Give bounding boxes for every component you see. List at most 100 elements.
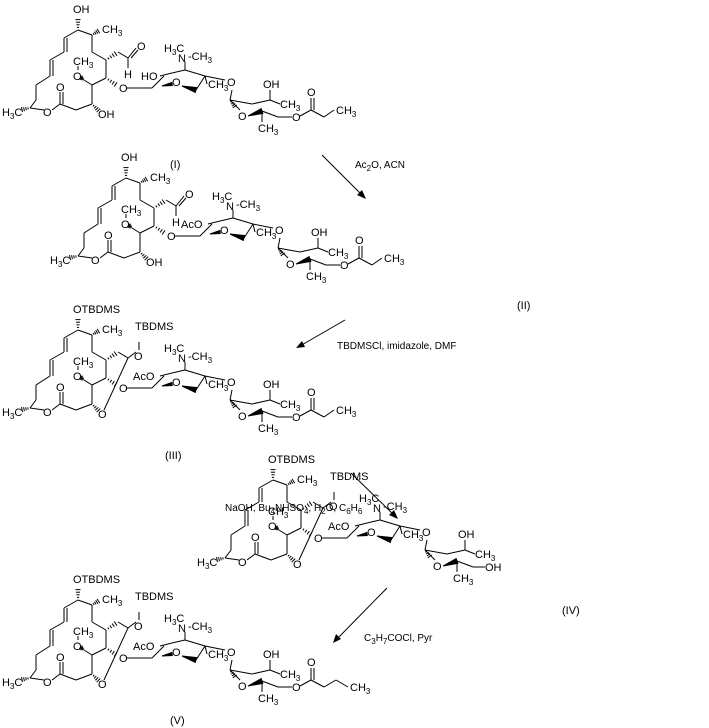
bond — [151, 645, 165, 659]
lactone-carbonyl-oxygen: O — [251, 532, 260, 544]
hash-bond — [109, 625, 113, 629]
sugar2-hydroxyl-label: OH — [311, 227, 328, 239]
hash-bond — [95, 30, 99, 34]
glycosidic-oxygen-2: O — [227, 77, 236, 89]
c3-hydroxyl-label: OH — [98, 109, 115, 121]
bond — [35, 375, 51, 386]
sugar2-c3-methyl-label: CH3 — [280, 399, 301, 413]
hash-bond — [111, 353, 115, 358]
hash-bond — [111, 80, 115, 85]
bond — [229, 659, 233, 671]
c9-substituent-label: OTBDMS — [268, 454, 315, 466]
hash-bond — [230, 671, 234, 675]
bond — [159, 372, 173, 377]
compound-label-IV: (IV) — [562, 605, 580, 617]
hash-bond — [96, 408, 101, 413]
bond — [35, 75, 51, 86]
bond — [310, 679, 325, 688]
bond — [204, 375, 208, 385]
hash-bond — [78, 375, 83, 380]
amine-nitrogen-label: N — [178, 353, 186, 365]
sugar1-c2-substituent-label: AcO — [328, 521, 350, 533]
bond — [277, 247, 301, 253]
bond — [131, 227, 141, 234]
n-methyl-2-label: H3C — [164, 343, 184, 357]
bond — [286, 501, 302, 511]
glycosidic-oxygen-1: O — [119, 83, 128, 95]
bond — [261, 110, 279, 118]
lactone-ring-oxygen: O — [91, 255, 100, 267]
c8-methyl-label: CH3 — [102, 24, 123, 38]
bond — [346, 525, 360, 539]
sugar1-c2-substituent-label: AcO — [181, 219, 203, 231]
bond — [127, 351, 137, 359]
sugar1-methyl-label: CH3 — [208, 79, 229, 93]
bond — [230, 525, 246, 536]
bond — [139, 199, 155, 209]
hash-bond — [107, 627, 110, 630]
bond — [347, 257, 360, 265]
glycosidic-oxygen-2: O — [422, 527, 431, 539]
wedge-bond — [247, 107, 264, 117]
sugar1-methyl-label: CH3 — [256, 227, 277, 241]
hash-bond — [230, 101, 234, 105]
bond — [184, 369, 206, 377]
n-methyl-2-label: H3C — [359, 493, 379, 507]
hash-bond — [230, 401, 234, 405]
hash-bond — [230, 670, 233, 673]
hash-bond — [143, 255, 147, 259]
bond — [464, 549, 476, 555]
bond — [77, 329, 93, 336]
bond — [175, 195, 185, 207]
bond — [299, 409, 312, 417]
wedge-bond — [161, 81, 173, 87]
amine-nitrogen-label: N — [178, 53, 186, 65]
bond — [286, 527, 302, 536]
bond — [130, 49, 139, 59]
hash-bond — [95, 107, 99, 111]
bond — [277, 237, 281, 249]
hash-bond — [111, 650, 115, 655]
acetal-silyl-oxygen: O — [329, 501, 338, 513]
hash-bond — [159, 201, 163, 206]
hash-bond — [141, 179, 145, 183]
bond — [366, 519, 381, 524]
n-methyl-label: -CH3 — [236, 199, 261, 213]
hash-bond — [231, 103, 236, 107]
acetal-silyl-oxygen: O — [134, 351, 143, 363]
bond — [309, 258, 327, 266]
hash-bond — [113, 621, 118, 626]
bond — [165, 199, 177, 207]
bond — [97, 199, 113, 209]
wedge-bond — [442, 557, 459, 567]
bond — [171, 639, 186, 644]
hash-bond — [231, 673, 236, 677]
bond — [77, 599, 93, 606]
hash-bond — [126, 223, 131, 228]
compound-label-V: (V) — [170, 715, 185, 727]
hash-bond — [92, 404, 95, 407]
hash-bond — [93, 331, 97, 335]
amine-nitrogen-label: N — [373, 503, 381, 515]
lactone-ring-oxygen: O — [43, 677, 52, 689]
hash-bond — [230, 100, 233, 103]
hash-bond — [82, 648, 85, 651]
bond — [139, 225, 155, 234]
hash-bond — [291, 558, 296, 563]
bond — [29, 677, 45, 681]
bond — [178, 197, 187, 207]
hash-bond — [155, 205, 158, 208]
methoxy-methyl-label: CH3 — [73, 356, 94, 370]
lactone-ring-oxygen: O — [238, 557, 247, 569]
c3-hydroxyl-label: OH — [146, 257, 163, 269]
hash-bond — [21, 677, 23, 683]
hash-bond — [216, 557, 218, 563]
bond — [51, 403, 61, 411]
bond — [77, 247, 85, 257]
sugar2-c5-methyl-label: CH3 — [258, 693, 279, 707]
hash-bond — [274, 526, 279, 531]
bond — [312, 501, 324, 509]
c8-methyl-label: CH3 — [102, 594, 123, 608]
